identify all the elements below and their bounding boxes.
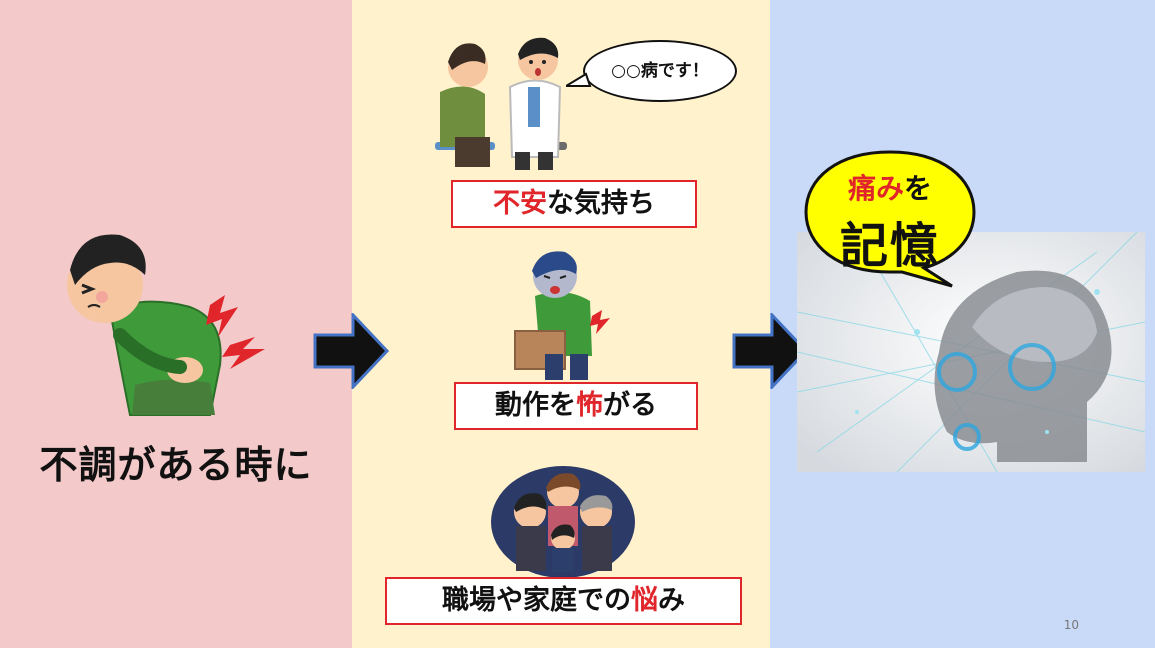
memory-speech-bubble [804,150,976,288]
doctor-patient-icon [435,37,567,170]
label-fear-red: 怖 [576,390,603,421]
label-worries-post: み [658,585,685,616]
label-anxiety-rest: な気持ち [547,188,655,219]
memory-rest-text: を [904,172,933,205]
label-worries-red: 悩 [631,585,658,616]
back-pain-person-icon [67,234,265,416]
label-anxiety: 不安な気持ち [451,180,697,228]
right-arrow-icon [313,313,389,389]
memory-red-text: 痛み [847,172,904,205]
speech-tail [566,72,592,87]
page-number: 10 [1063,618,1079,632]
left-caption: 不調がある時に [39,443,313,487]
right-arrow-icon-2 [732,313,808,389]
speech-bubble: ○○病です！ [583,40,737,102]
lifting-box-pain-icon [514,251,610,380]
memory-line-1: 痛みを [802,167,978,207]
label-anxiety-red: 不安 [493,188,547,219]
stressed-people-icon [491,466,635,578]
label-fear-pre: 動作を [495,390,576,421]
label-worries-pre: 職場や家庭での [442,585,631,616]
digital-brain-head-icon [797,232,1145,472]
label-fear: 動作を怖がる [454,382,698,430]
label-fear-post: がる [603,390,657,421]
label-worries: 職場や家庭での悩み [385,577,742,625]
memory-line-2: 記憶 [839,218,940,274]
